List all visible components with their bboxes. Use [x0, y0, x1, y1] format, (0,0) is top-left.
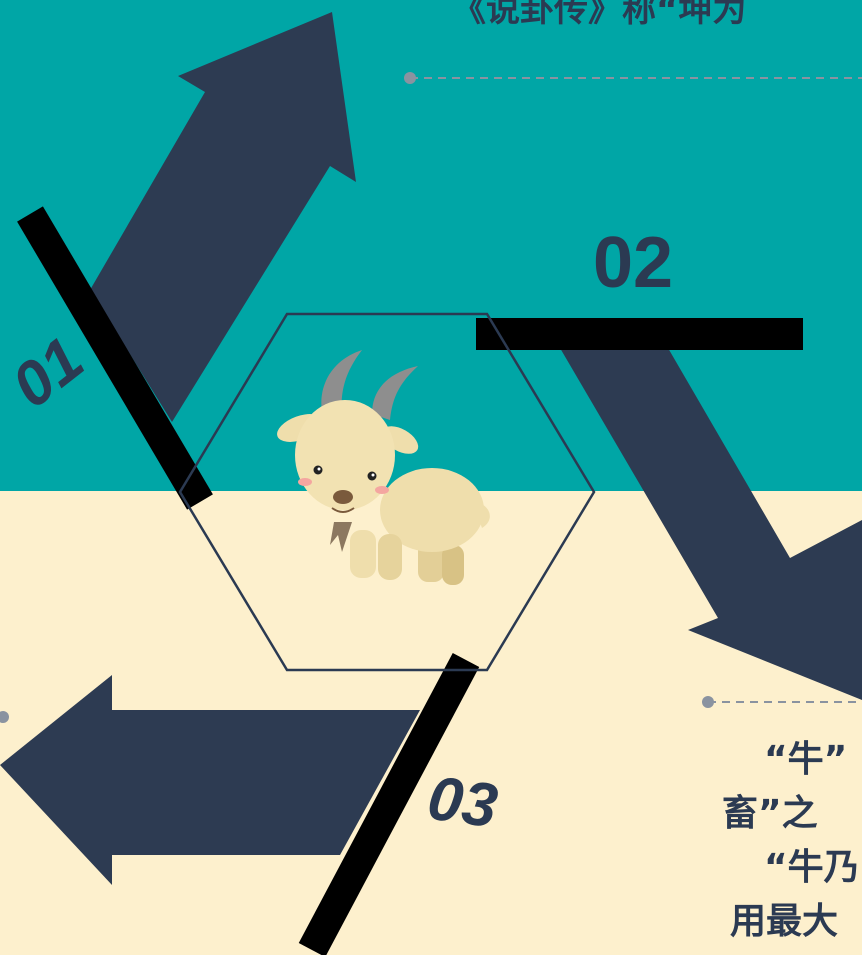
- description-line: 畜”之: [722, 787, 862, 841]
- black-bar-02: [476, 318, 803, 350]
- arrow-02: [560, 348, 862, 700]
- description-line: “牛乃: [722, 841, 862, 895]
- step-label-02: 02: [593, 227, 673, 299]
- guide-dot-left: [0, 711, 9, 723]
- dashed-guide-top: [404, 72, 862, 84]
- description-line: “牛”: [722, 733, 862, 787]
- header-text: 《说卦传》称“坤为: [452, 0, 746, 31]
- dashed-guide-bottom: [702, 696, 862, 708]
- description-text: “牛” 畜”之 “牛乃 用最大: [722, 733, 862, 949]
- step-label-03: 03: [424, 768, 501, 839]
- description-line: 用最大: [722, 895, 862, 949]
- goat-icon: [273, 350, 490, 585]
